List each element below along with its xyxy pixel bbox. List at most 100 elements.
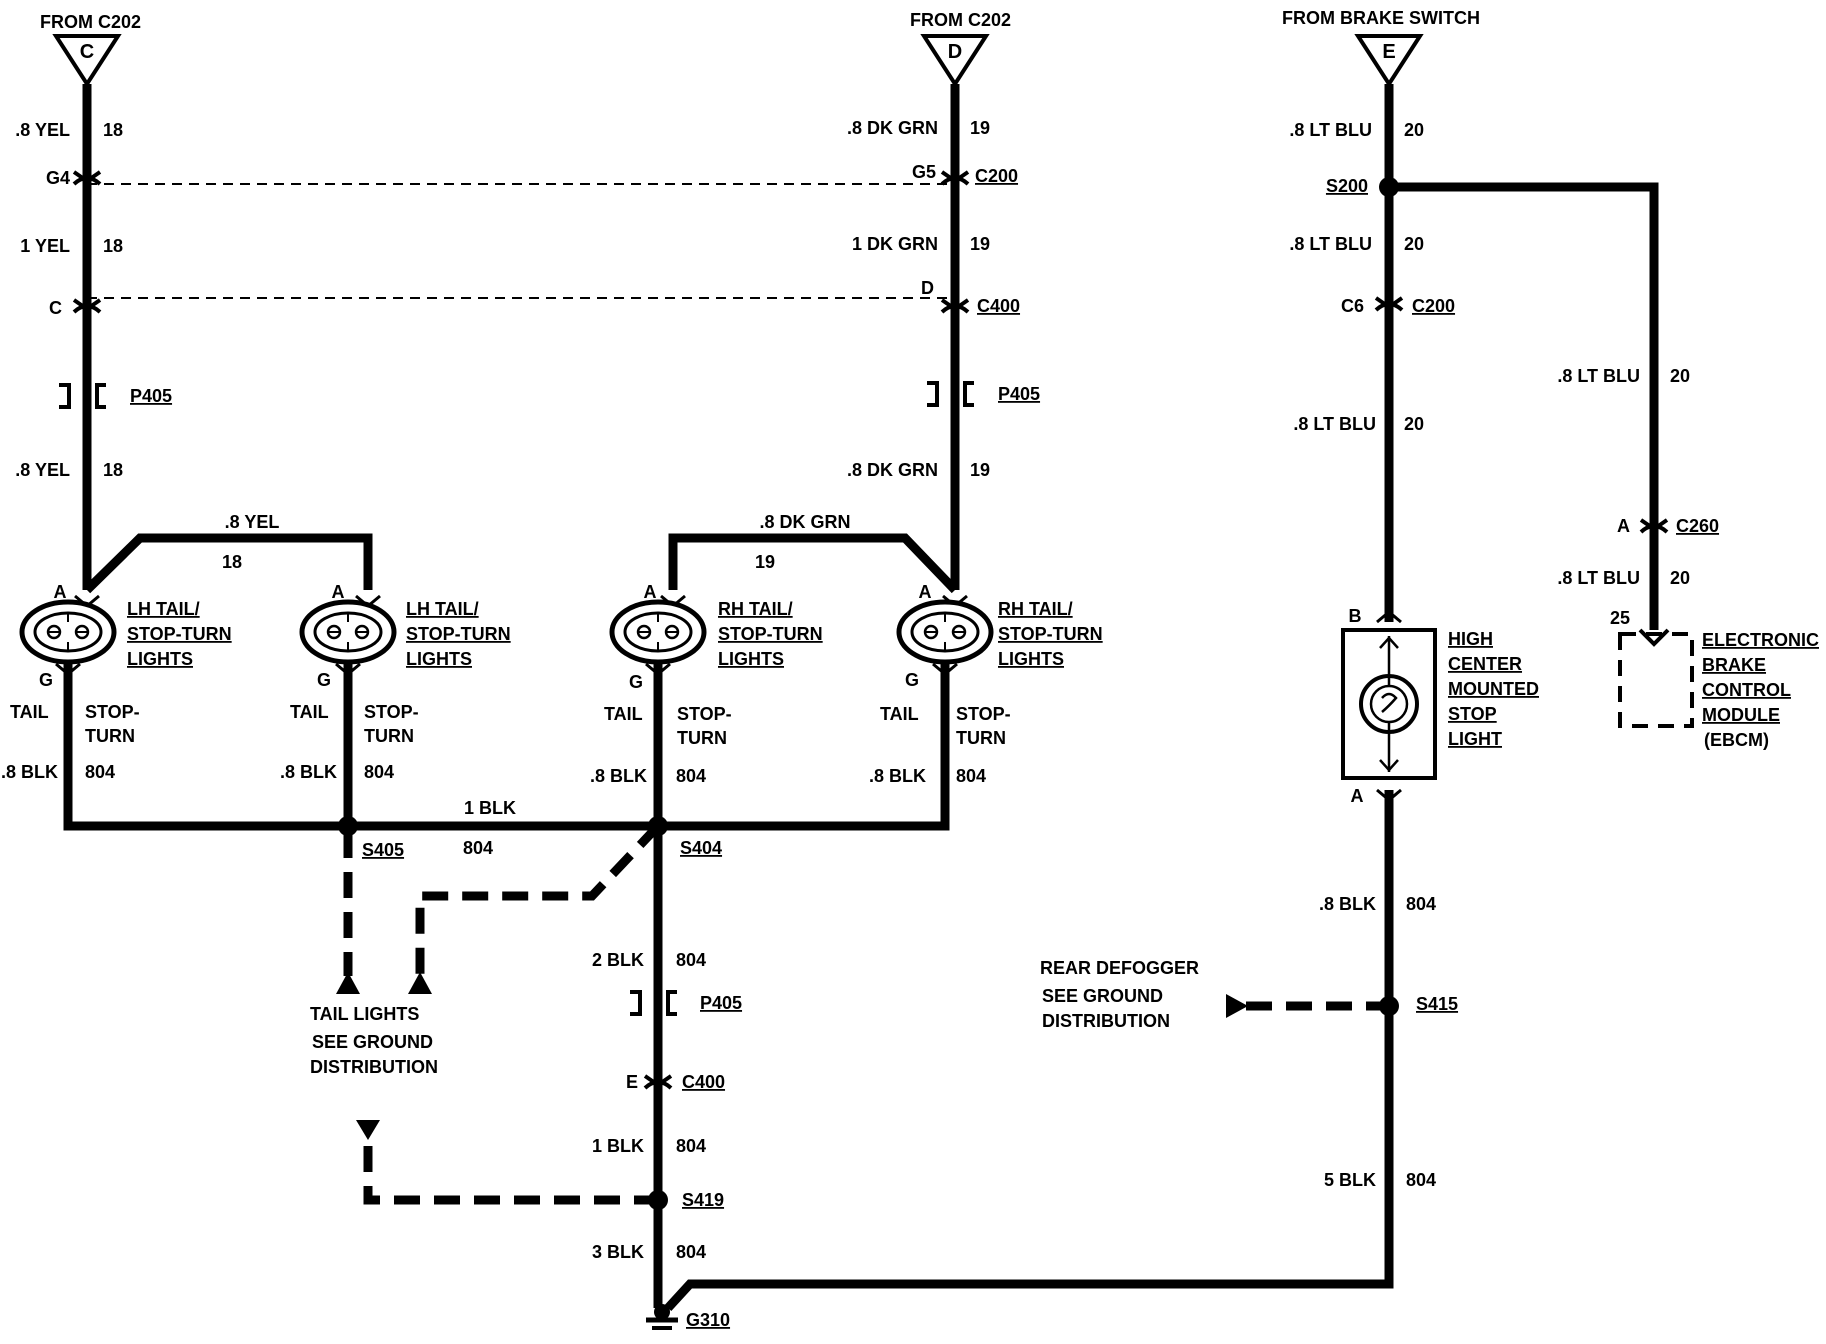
yel-wire-3-number: 18 (103, 460, 123, 480)
lamp-2-label-line-2: STOP-TURN (406, 624, 511, 644)
lamp-3-wire-label: .8 BLK (590, 766, 647, 786)
blu-wire-1-label: .8 LT BLU (1289, 120, 1372, 140)
lamp-2-pin-a: A (332, 582, 345, 602)
blk-trunk-wire (653, 790, 1394, 1312)
lamp-1-stop-label: STOP- (85, 702, 140, 722)
connector-e-triangle (1354, 34, 1424, 88)
blu-wire-1-number: 20 (1404, 120, 1424, 140)
dk-grn-wire (668, 84, 960, 594)
bus-wire-label: 1 BLK (464, 798, 516, 818)
splice-s405 (338, 816, 358, 836)
lamp-3-tail-label: TAIL (604, 704, 643, 724)
grn-c200-label: C200 (975, 166, 1018, 186)
grn-wire-1-number: 19 (970, 118, 990, 138)
source-e-from: FROM BRAKE SWITCH (1282, 8, 1480, 28)
tail-ref-line-2: SEE GROUND (312, 1032, 433, 1052)
lamp-4-label-line-2: STOP-TURN (998, 624, 1103, 644)
chmsl-bottom-connector (1376, 788, 1402, 802)
lamp-1-turn-label: TURN (85, 726, 135, 746)
lamp-lh-2-icon (302, 602, 394, 662)
tail-ground-dashed-2 (415, 822, 662, 976)
blu-c200-pin: C6 (1341, 296, 1364, 316)
lamp-4-pin-g: G (905, 670, 919, 690)
blu-wire-3-number: 20 (1404, 414, 1424, 434)
bus-wire-number: 804 (463, 838, 493, 858)
lamp-2-wire-label: .8 BLK (280, 762, 337, 782)
blk-1-wire-label: 1 BLK (592, 1136, 644, 1156)
defog-line-2: SEE GROUND (1042, 986, 1163, 1006)
yel-wire (82, 84, 373, 594)
lt-blu-wire (1384, 84, 1659, 630)
s419-label: S419 (682, 1190, 724, 1210)
lamp-4-label-line-3: LIGHTS (998, 649, 1064, 669)
yel-jumper-label: .8 YEL (225, 512, 280, 532)
lamp-4-label-line-1: RH TAIL/ (998, 599, 1073, 619)
defog-line-1: REAR DEFOGGER (1040, 958, 1199, 978)
ebcm-label-line-4: MODULE (1702, 705, 1780, 725)
c260-pin: A (1617, 516, 1630, 536)
grn-wire-2-number: 19 (970, 234, 990, 254)
ebcm-label-line-5: (EBCM) (1704, 730, 1769, 750)
blu-c200-label: C200 (1412, 296, 1455, 316)
blk-2-wire-number: 804 (676, 950, 706, 970)
ebcm-wire-1-number: 20 (1670, 366, 1690, 386)
s404-label: S404 (680, 838, 722, 858)
chmsl-pin-b: B (1349, 606, 1362, 626)
splice-s404 (648, 816, 668, 836)
s405-label: S405 (362, 840, 404, 860)
ebcm-pin: 25 (1610, 608, 1630, 628)
grn-c400-pin: D (921, 278, 934, 298)
blu-wire-3-label: .8 LT BLU (1293, 414, 1376, 434)
lamp-3-turn-label: TURN (677, 728, 727, 748)
lamp-3-label-line-2: STOP-TURN (718, 624, 823, 644)
tail-lights-ground-arrow-2 (408, 972, 432, 994)
blk-3-wire-label: 3 BLK (592, 1242, 644, 1262)
grn-c200-pin: G5 (912, 162, 936, 182)
defog-line-3: DISTRIBUTION (1042, 1011, 1170, 1031)
source-c-from: FROM C202 (40, 12, 141, 32)
chmsl-pin-a: A (1351, 786, 1364, 806)
grn-wire-3-number: 19 (970, 460, 990, 480)
lamp-4-wire-label: .8 BLK (869, 766, 926, 786)
tail-ref-line-1: TAIL LIGHTS (310, 1004, 419, 1024)
source-e-letter: E (1382, 41, 1395, 63)
connector-c-triangle (52, 34, 122, 88)
g310-ground-symbol (646, 1304, 678, 1330)
chmsl-label-line-1: HIGH (1448, 629, 1493, 649)
g310-label: G310 (686, 1310, 730, 1330)
s415-label: S415 (1416, 994, 1458, 1014)
tail-ref-line-3: DISTRIBUTION (310, 1057, 438, 1077)
lamp-1-label-line-1: LH TAIL/ (127, 599, 200, 619)
chmsl-lamp (1341, 628, 1437, 780)
lamp-3-pin-g: G (629, 672, 643, 692)
chmsl-label-line-2: CENTER (1448, 654, 1522, 674)
blk-5-wire-label: 5 BLK (1324, 1170, 1376, 1190)
lamp-1-wire-number: 804 (85, 762, 115, 782)
lamp-1-wire-label: .8 BLK (1, 762, 58, 782)
s419-branch-arrow (356, 1120, 380, 1140)
grn-c400-label: C400 (977, 296, 1020, 316)
lamp-4-pin-a: A (919, 582, 932, 602)
grn-p405-label: P405 (998, 384, 1040, 404)
lamp-3-label-line-3: LIGHTS (718, 649, 784, 669)
lamp-2-turn-label: TURN (364, 726, 414, 746)
lamp-4-tail-label: TAIL (880, 704, 919, 724)
lamp-1-tail-label: TAIL (10, 702, 49, 722)
yel-c400-pin: C (49, 298, 62, 318)
chmsl-label-line-5: LIGHT (1448, 729, 1502, 749)
lamp-3-stop-label: STOP- (677, 704, 732, 724)
blk-1-wire-number: 804 (676, 1136, 706, 1156)
ebcm-label-line-2: BRAKE (1702, 655, 1766, 675)
lamp-rh-2-icon (899, 602, 991, 662)
lamp-1-label-line-3: LIGHTS (127, 649, 193, 669)
lamp-3-pin-a: A (644, 582, 657, 602)
lamp-3-wire-number: 804 (676, 766, 706, 786)
c260-label: C260 (1676, 516, 1719, 536)
yel-wire-1-number: 18 (103, 120, 123, 140)
yel-wire-1-label: .8 YEL (15, 120, 70, 140)
yel-wire-3-label: .8 YEL (15, 460, 70, 480)
s419-dashed-branch (363, 1146, 658, 1205)
ebcm-wire-2-number: 20 (1670, 568, 1690, 588)
defogger-ground-arrow (1226, 994, 1248, 1018)
